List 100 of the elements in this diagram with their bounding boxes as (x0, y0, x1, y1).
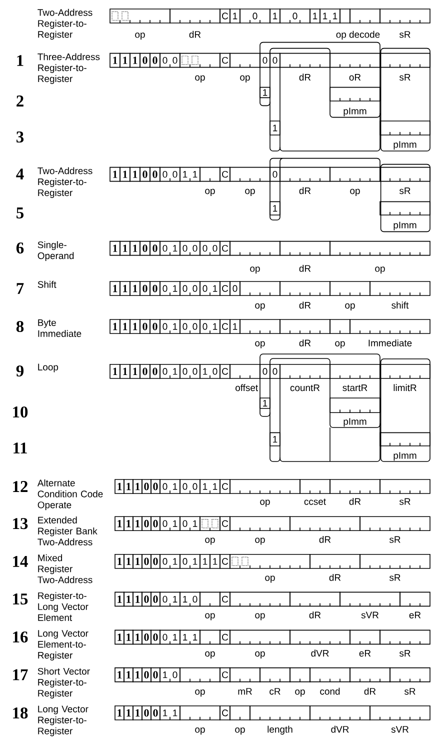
field-label: op (260, 500, 270, 507)
field-label: pImm (394, 141, 416, 150)
field-label: startR (342, 384, 368, 392)
bit-field: 0 (270, 364, 280, 379)
bit-field: 0 1 (160, 516, 180, 531)
field-label: dR (319, 536, 331, 543)
bit-field: 1 0 (180, 592, 200, 607)
field-label: cR (270, 688, 280, 695)
bit-field: C (220, 592, 230, 607)
bit-field: C (220, 281, 230, 296)
field-label: op (335, 341, 345, 348)
bit-field: 0 (150, 630, 160, 645)
bit-field: 1 (132, 592, 142, 607)
row-number: 14 (13, 556, 28, 567)
bit-field: 1 (132, 516, 142, 531)
format-title: Loop (38, 364, 58, 372)
row-number: 8 (16, 320, 24, 332)
bit-field: 0 0 (180, 479, 200, 494)
format-title: Two-Address Register-to-Register (38, 8, 92, 40)
bit-field: 0 (150, 554, 160, 569)
bit-field: 0 (150, 52, 160, 68)
bit-field: 1 (110, 281, 120, 296)
field-label: dR (299, 74, 311, 81)
bit-field: 0 (150, 166, 160, 182)
bit-field: 1 (130, 281, 140, 296)
format-title: Alternate Condition Code Operate (37, 479, 103, 510)
field-label: sR (399, 188, 410, 194)
bit-field: 1 (270, 8, 280, 24)
bit-field: 1 1 (320, 8, 340, 24)
field-label: dR (299, 187, 311, 194)
bit-field: 1 (124, 592, 134, 607)
row-number: 4 (16, 168, 24, 180)
bit-field: 1 (130, 166, 140, 182)
field-label: mR (238, 688, 252, 695)
field-label: length (268, 726, 292, 735)
bit-field: C (220, 364, 230, 379)
bit-field: 0 0 (180, 364, 200, 379)
bit-field: C (220, 667, 230, 682)
bit-field: 0 (140, 240, 150, 256)
format-title: Long Vector Register-to-Register (38, 706, 88, 736)
field-label: op (350, 188, 360, 196)
bit-field: 1 (120, 240, 130, 256)
bit-field: 0 0 (180, 281, 200, 296)
field-label: sR (399, 650, 410, 657)
bit-field: 1 (110, 364, 120, 379)
format-title: Register-to-Long Vector Element (38, 592, 88, 621)
bit-field: 1 (124, 554, 134, 569)
bit-field: 1 (114, 706, 124, 720)
bit-field: 1 (130, 240, 140, 256)
bit-field: 1 (132, 706, 142, 720)
field-label: op (255, 651, 265, 658)
bit-field: 1 (120, 319, 130, 334)
field-label: sR (399, 31, 410, 38)
bit-field: 1 (132, 630, 142, 645)
field-label: dR (364, 688, 376, 695)
format-title: Byte Immediate (38, 319, 82, 337)
row-number: 18 (13, 707, 28, 719)
bit-field: 0 (142, 706, 152, 720)
bit-field: 0 (150, 516, 160, 531)
row-number: 13 (13, 518, 28, 530)
field-label: op (255, 613, 265, 620)
bit-field: C (220, 516, 230, 531)
bit-field: 0 (140, 52, 150, 68)
bit-field: 1 (130, 364, 140, 379)
field-label: dVR (311, 650, 329, 657)
bit-field: 1 (114, 667, 124, 682)
bit-field: 0 (260, 364, 270, 379)
row-number: 10 (13, 406, 28, 418)
bit-field: C (220, 630, 230, 645)
bit-field: 0 (150, 319, 160, 334)
bit-field: C (220, 479, 230, 494)
field-label: Immediate (368, 339, 412, 346)
bit-field: 1 (124, 706, 134, 720)
bit-field: 0 1 (160, 554, 180, 569)
bit-field: 0 1 (160, 630, 180, 645)
bit-field: 0 1 (160, 240, 180, 256)
row-number: 1 (17, 55, 24, 66)
bit-field: 0 1 (160, 319, 180, 334)
field-label: op (255, 303, 265, 310)
field-label: eR (409, 612, 421, 618)
field-label: limitR (394, 384, 416, 392)
bit-field: 1 (120, 364, 130, 379)
bit-field: 0 (230, 281, 240, 296)
row-number: 3 (16, 131, 24, 143)
bit-field: 1 (132, 479, 142, 494)
field-label: offset (236, 384, 258, 392)
bit-field: 1 1 (200, 479, 220, 494)
field-label: op (375, 266, 385, 274)
bit-field: 1 (110, 166, 120, 182)
field-label: op (205, 538, 215, 545)
field-label: sR (389, 574, 400, 581)
bit-field: 0 (280, 8, 310, 24)
row-number: 12 (13, 481, 28, 492)
bit-field: 1 (114, 592, 124, 607)
bit-field: 1 (114, 479, 124, 494)
field-label: op (205, 613, 215, 620)
bit-field: 1 1 (160, 706, 180, 720)
bit-field (380, 432, 430, 446)
bit-field: 1 (120, 52, 130, 68)
bit-field: 1 (110, 52, 120, 68)
